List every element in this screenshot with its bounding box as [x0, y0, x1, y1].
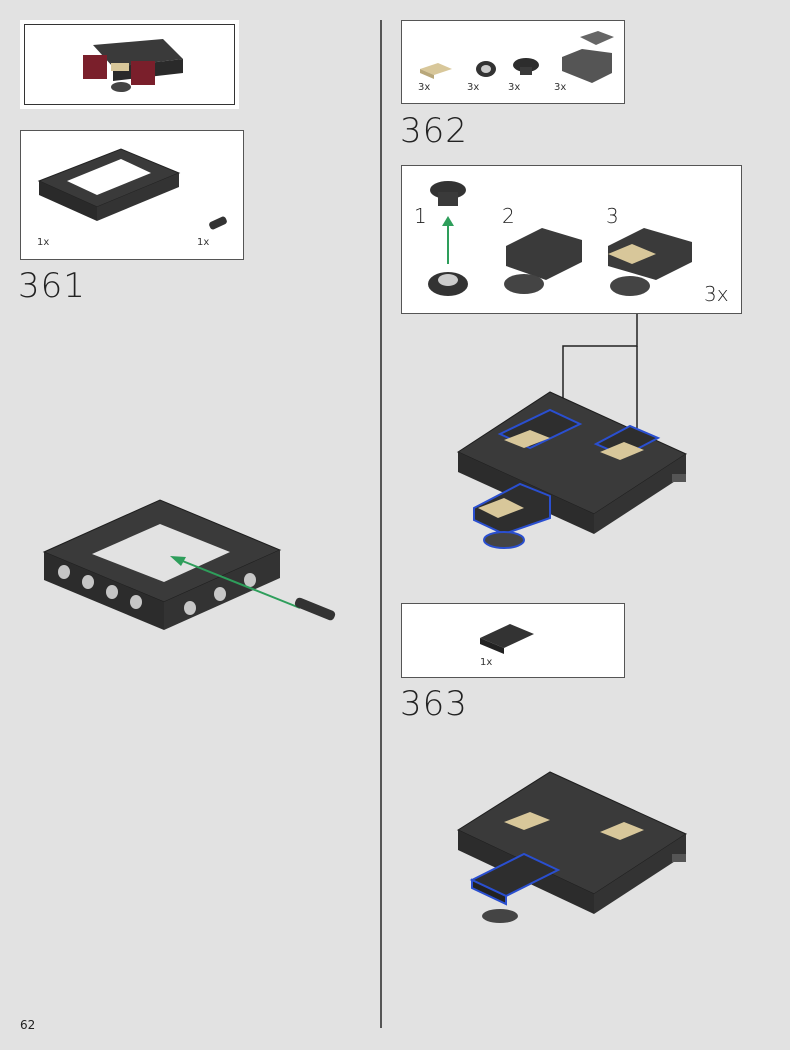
part-qty: 3x — [508, 82, 521, 93]
part-qty: 1x — [197, 237, 210, 248]
step-363-parts-box: 1x — [401, 603, 625, 678]
substep-multiplier: 3x — [704, 282, 729, 306]
part-qty: 1x — [480, 657, 493, 668]
substep-number: 1 — [414, 204, 427, 228]
step-361-parts-box: 1x 1x — [20, 130, 244, 260]
technic-brick-frame-part-icon — [37, 148, 181, 221]
step-362-substeps-box: 1 2 3 3x — [401, 165, 742, 314]
step-362-parts-box: 3x 3x 3x 3x — [401, 20, 625, 104]
substep-illustrations — [428, 181, 692, 296]
technic-pin-part-icon — [209, 216, 227, 230]
step-363-illustration — [456, 771, 688, 923]
part-qty: 3x — [467, 82, 480, 93]
model-preview-image — [83, 39, 183, 92]
step-number: 363 — [400, 684, 468, 724]
step-number: 361 — [18, 266, 86, 306]
part-qty: 3x — [554, 82, 567, 93]
technic-pin — [294, 597, 336, 621]
step-number: 362 — [400, 111, 468, 151]
substep-number: 2 — [502, 204, 515, 228]
substep-number: 3 — [606, 204, 619, 228]
previous-model-preview — [20, 20, 239, 109]
part-qty: 3x — [418, 82, 431, 93]
plate-2x4-part-icon — [480, 624, 534, 654]
step-361-illustration — [42, 499, 336, 630]
part-qty: 1x — [37, 237, 50, 248]
parts-icons — [420, 31, 614, 83]
insert-arrow — [179, 559, 301, 609]
page-number: 62 — [20, 1018, 36, 1032]
column-divider — [380, 20, 382, 1028]
step-362-illustration — [456, 314, 688, 549]
